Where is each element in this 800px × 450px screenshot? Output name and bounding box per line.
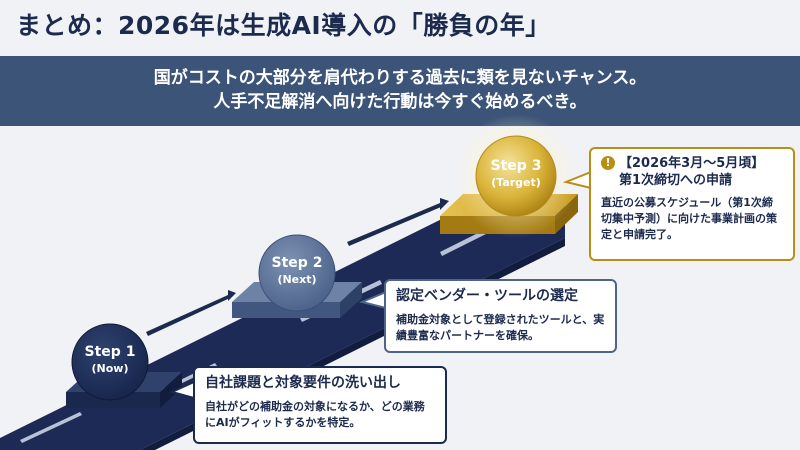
step-2-title: Step 2 (271, 255, 323, 271)
step-1-label: Step 1 (Now) (72, 343, 148, 376)
step-1-circle (71, 323, 149, 401)
guide-arrows (146, 198, 449, 336)
banner-line-1: 国がコストの大部分を肩代わりする過去に類を見ないチャンス。 (153, 68, 647, 88)
step-3-label: Step 3 (Target) (476, 157, 556, 190)
callout-step-3: ! 【2026年3月〜5月頃】 第1次締切への申請 直近の公募スケジュール（第1次… (589, 147, 795, 261)
callout-3-heading: ! 【2026年3月〜5月頃】 (601, 155, 783, 172)
callout-3-body: 直近の公募スケジュール（第1次締切集中予測）に向けた事業計画の策定と申請完了。 (601, 196, 777, 241)
callout-2-body: 補助金対象として登録されたツールと、実績豊富なパートナーを確保。 (396, 313, 605, 342)
callout-1-heading: 自社課題と対象要件の洗い出し (205, 375, 401, 391)
step-1-title: Step 1 (84, 344, 136, 360)
step-2-subtitle: (Next) (277, 273, 317, 286)
exclamation-icon: ! (601, 156, 615, 170)
summary-banner: 国がコストの大部分を肩代わりする過去に類を見ないチャンス。 人手不足解消へ向けた… (0, 56, 800, 126)
step-3-subtitle: (Target) (491, 176, 541, 189)
callout-step-2: 認定ベンダー・ツールの選定 補助金対象として登録されたツールと、実績豊富なパート… (384, 279, 617, 353)
callout-step-1: 自社課題と対象要件の洗い出し 自社がどの補助金の対象になるか、どの業務にAIがフ… (193, 366, 447, 444)
callout-1-body: 自社がどの補助金の対象になるか、どの業務にAIがフィットするかを特定。 (205, 400, 425, 429)
banner-line-2: 人手不足解消へ向けた行動は今すぐ始めるべき。 (213, 92, 587, 112)
step-1-subtitle: (Now) (91, 362, 129, 375)
step-3-circle (475, 135, 557, 217)
callout-3-heading-line2: 第1次締切への申請 (619, 173, 733, 188)
callout-2-heading: 認定ベンダー・ツールの選定 (396, 288, 578, 304)
page-title: まとめ：2026年は生成AI導入の「勝負の年」 (16, 11, 551, 40)
step-2-circle (258, 234, 336, 312)
callout-3-heading-line1: 【2026年3月〜5月頃】 (619, 156, 765, 171)
step-3-title: Step 3 (490, 158, 542, 174)
step-2-label: Step 2 (Next) (259, 254, 335, 287)
